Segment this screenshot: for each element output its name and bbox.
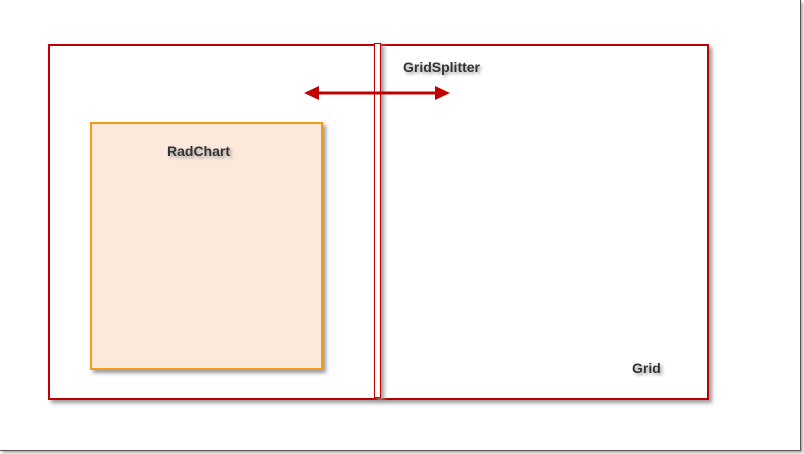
grid-label: Grid <box>632 360 661 376</box>
gridsplitter-label: GridSplitter <box>403 59 481 75</box>
grid-splitter[interactable] <box>374 43 381 398</box>
radchart-box <box>90 122 323 370</box>
radchart-label: RadChart <box>167 143 231 159</box>
arrow-left-head-icon <box>304 86 319 100</box>
arrow-right-head-icon <box>435 86 450 100</box>
